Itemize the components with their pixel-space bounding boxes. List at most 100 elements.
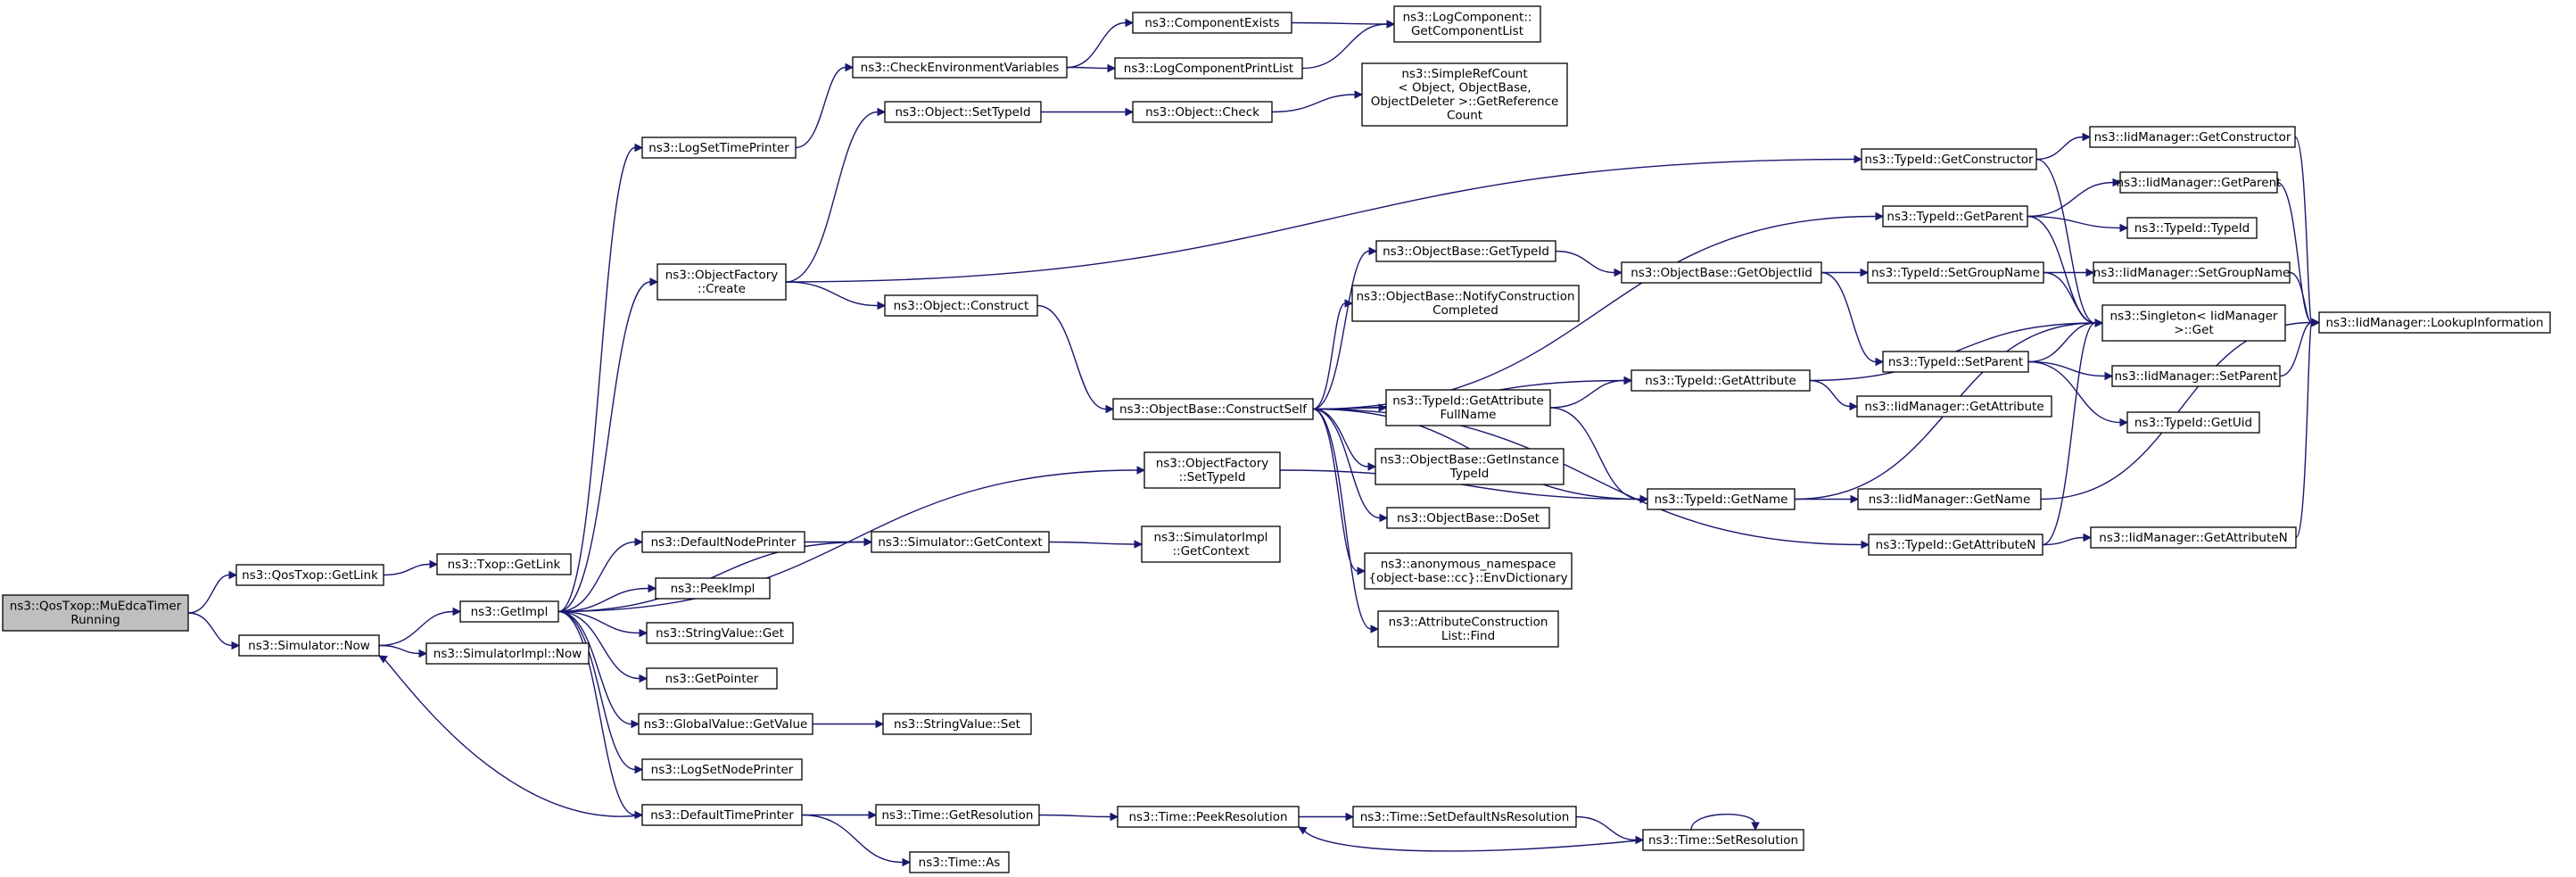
node-label: Running xyxy=(70,613,120,627)
node-timegetres[interactable]: ns3::Time::GetResolution xyxy=(875,804,1040,826)
edge-deftimeprinter-to-simnow xyxy=(378,655,643,817)
node-simnow[interactable]: ns3::Simulator::Now xyxy=(238,634,380,657)
node-defnodeprinter[interactable]: ns3::DefaultNodePrinter xyxy=(641,531,805,553)
node-strvalset[interactable]: ns3::StringValue::Set xyxy=(882,713,1032,735)
node-tidgetattrn[interactable]: ns3::TypeId::GetAttributeN xyxy=(1868,534,2043,556)
node-objfcreate[interactable]: ns3::ObjectFactory::Create xyxy=(656,263,787,301)
arrowhead xyxy=(2083,533,2093,542)
node-tidgetctor[interactable]: ns3::TypeId::GetConstructor xyxy=(1861,148,2037,170)
edge-line xyxy=(557,610,636,816)
node-label: ns3::TypeId::GetAttribute xyxy=(1645,374,1796,388)
edge-line xyxy=(785,281,879,307)
node-simgetctx[interactable]: ns3::Simulator::GetContext xyxy=(871,531,1050,553)
edge-line xyxy=(785,111,879,283)
edge-line xyxy=(557,469,1138,613)
node-label: ns3::LogSetTimePrinter xyxy=(648,141,789,155)
node-iidgetparent[interactable]: ns3::IidManager::GetParent xyxy=(2117,171,2282,194)
node-getpointer[interactable]: ns3::GetPointer xyxy=(646,667,778,690)
node-timesetres[interactable]: ns3::Time::SetResolution xyxy=(1642,829,1804,851)
node-strvalget[interactable]: ns3::StringValue::Get xyxy=(646,622,794,644)
node-tidgetattr[interactable]: ns3::TypeId::GetAttribute xyxy=(1631,369,1811,392)
node-simplerc[interactable]: ns3::SimpleRefCount< Object, ObjectBase,… xyxy=(1361,62,1568,127)
edge-line xyxy=(557,587,649,613)
node-logcompget[interactable]: ns3::LogComponent::GetComponentList xyxy=(1393,5,1541,43)
node-obnotify[interactable]: ns3::ObjectBase::NotifyConstructionCompl… xyxy=(1351,285,1580,322)
edge-getimpl-to-peekimpl xyxy=(557,583,657,613)
node-iidsetparent[interactable]: ns3::IidManager::SetParent xyxy=(2111,365,2281,387)
node-iidgetattr[interactable]: ns3::IidManager::GetAttribute xyxy=(1856,395,2052,418)
node-tidgetparent[interactable]: ns3::TypeId::GetParent xyxy=(1882,205,2028,228)
node-objsettid[interactable]: ns3::Object::SetTypeId xyxy=(884,101,1042,123)
edge-timesetres-to-timepeekres xyxy=(1298,826,1644,852)
node-logsettime[interactable]: ns3::LogSetTimePrinter xyxy=(641,137,797,159)
node-checkenv[interactable]: ns3::CheckEnvironmentVariables xyxy=(852,56,1068,79)
node-tidsetparent[interactable]: ns3::TypeId::SetParent xyxy=(1882,351,2029,373)
node-iidgetctor[interactable]: ns3::IidManager::GetConstructor xyxy=(2089,126,2296,148)
node-label: ns3::QosTxop::MuEdcaTimer xyxy=(10,600,182,614)
node-iidsetgroup[interactable]: ns3::IidManager::SetGroupName xyxy=(2093,261,2291,284)
edge-simnow-to-simimplnow xyxy=(378,644,428,658)
node-timesetdefns[interactable]: ns3::Time::SetDefaultNsResolution xyxy=(1352,806,1577,828)
node-simimplnow[interactable]: ns3::SimulatorImpl::Now xyxy=(425,642,590,665)
arrowhead xyxy=(1354,90,1364,99)
node-label: ns3::GetPointer xyxy=(665,672,759,686)
node-simimplgetctx[interactable]: ns3::SimulatorImpl::GetContext xyxy=(1141,525,1281,563)
node-box xyxy=(1882,205,2028,228)
node-box xyxy=(2126,217,2258,239)
node-box xyxy=(235,564,384,586)
node-obdoset[interactable]: ns3::ObjectBase::DoSet xyxy=(1386,507,1550,529)
node-obgettid[interactable]: ns3::ObjectBase::GetTypeId xyxy=(1375,240,1556,262)
node-label: ns3::TypeId::GetConstructor xyxy=(1864,153,2034,167)
node-logsetnode[interactable]: ns3::LogSetNodePrinter xyxy=(641,758,803,781)
node-anonenv[interactable]: ns3::anonymous_namespace{object-base::cc… xyxy=(1364,552,1573,590)
node-obgetobjtid[interactable]: ns3::ObjectBase::GetObjectIid xyxy=(1621,261,1822,284)
node-label: ::GetContext xyxy=(1172,544,1249,558)
node-getimpl[interactable]: ns3::GetImpl xyxy=(459,600,559,623)
node-singleton[interactable]: ns3::Singleton< IidManager>::Get xyxy=(2101,304,2286,342)
node-txlink[interactable]: ns3::Txop::GetLink xyxy=(436,553,572,575)
node-iidgetname[interactable]: ns3::IidManager::GetName xyxy=(1857,488,2042,510)
node-label: ns3::ObjectBase::DoSet xyxy=(1397,511,1540,525)
edge-iidgetname-to-iidlookup xyxy=(2040,318,2321,501)
edge-obgetobjtid-to-tidsetgroup xyxy=(1821,268,1870,277)
node-peekimpl[interactable]: ns3::PeekImpl xyxy=(655,577,771,600)
node-tidsetgroup[interactable]: ns3::TypeId::SetGroupName xyxy=(1867,261,2044,284)
edge-line xyxy=(1821,271,1877,363)
node-timeas[interactable]: ns3::Time::As xyxy=(909,851,1010,873)
node-box xyxy=(1647,488,1796,510)
node-getlink[interactable]: ns3::QosTxop::GetLink xyxy=(235,564,384,586)
node-label: ns3::Object::Check xyxy=(1145,105,1259,120)
node-objfsettid[interactable]: ns3::ObjectFactory::SetTypeId xyxy=(1144,451,1281,489)
edge-simnow-to-getimpl xyxy=(378,607,462,647)
node-label: ns3::TypeId::GetUid xyxy=(2134,416,2252,430)
edge-line xyxy=(1690,813,1756,831)
edge-getlink-to-txlink xyxy=(383,559,439,576)
arrowhead xyxy=(2311,318,2321,327)
node-tidgetname[interactable]: ns3::TypeId::GetName xyxy=(1647,488,1796,510)
node-iidgetattrn[interactable]: ns3::IidManager::GetAttributeN xyxy=(2090,526,2297,549)
node-timepeekres[interactable]: ns3::Time::PeekResolution xyxy=(1117,806,1300,828)
arrowhead xyxy=(2104,371,2114,381)
node-constructself[interactable]: ns3::ObjectBase::ConstructSelf xyxy=(1112,398,1314,420)
node-objconstruct[interactable]: ns3::Object::Construct xyxy=(884,294,1038,317)
node-deftimeprinter[interactable]: ns3::DefaultTimePrinter xyxy=(641,804,803,826)
arrowhead xyxy=(1125,107,1135,117)
edge-tidsetgroup-to-iidsetgroup xyxy=(2043,268,2095,277)
node-objcheck[interactable]: ns3::Object::Check xyxy=(1132,101,1273,123)
node-box xyxy=(2111,365,2281,387)
node-logcompprint[interactable]: ns3::LogComponentPrintList xyxy=(1114,57,1303,79)
node-iidlookup[interactable]: ns3::IidManager::LookupInformation xyxy=(2318,311,2551,334)
edge-constructself-to-attrcfind xyxy=(1312,408,1380,633)
node-tidtypeid[interactable]: ns3::TypeId::TypeId xyxy=(2126,217,2258,239)
node-gvgetvalue[interactable]: ns3::GlobalValue::GetValue xyxy=(638,713,813,735)
node-box xyxy=(1132,101,1273,123)
node-compexists[interactable]: ns3::ComponentExists xyxy=(1132,12,1292,34)
edge-line xyxy=(1301,23,1388,70)
node-tidgetuid[interactable]: ns3::TypeId::GetUid xyxy=(2126,411,2260,434)
edge-checkenv-to-compexists xyxy=(1066,18,1135,69)
arrowhead xyxy=(1107,63,1117,73)
